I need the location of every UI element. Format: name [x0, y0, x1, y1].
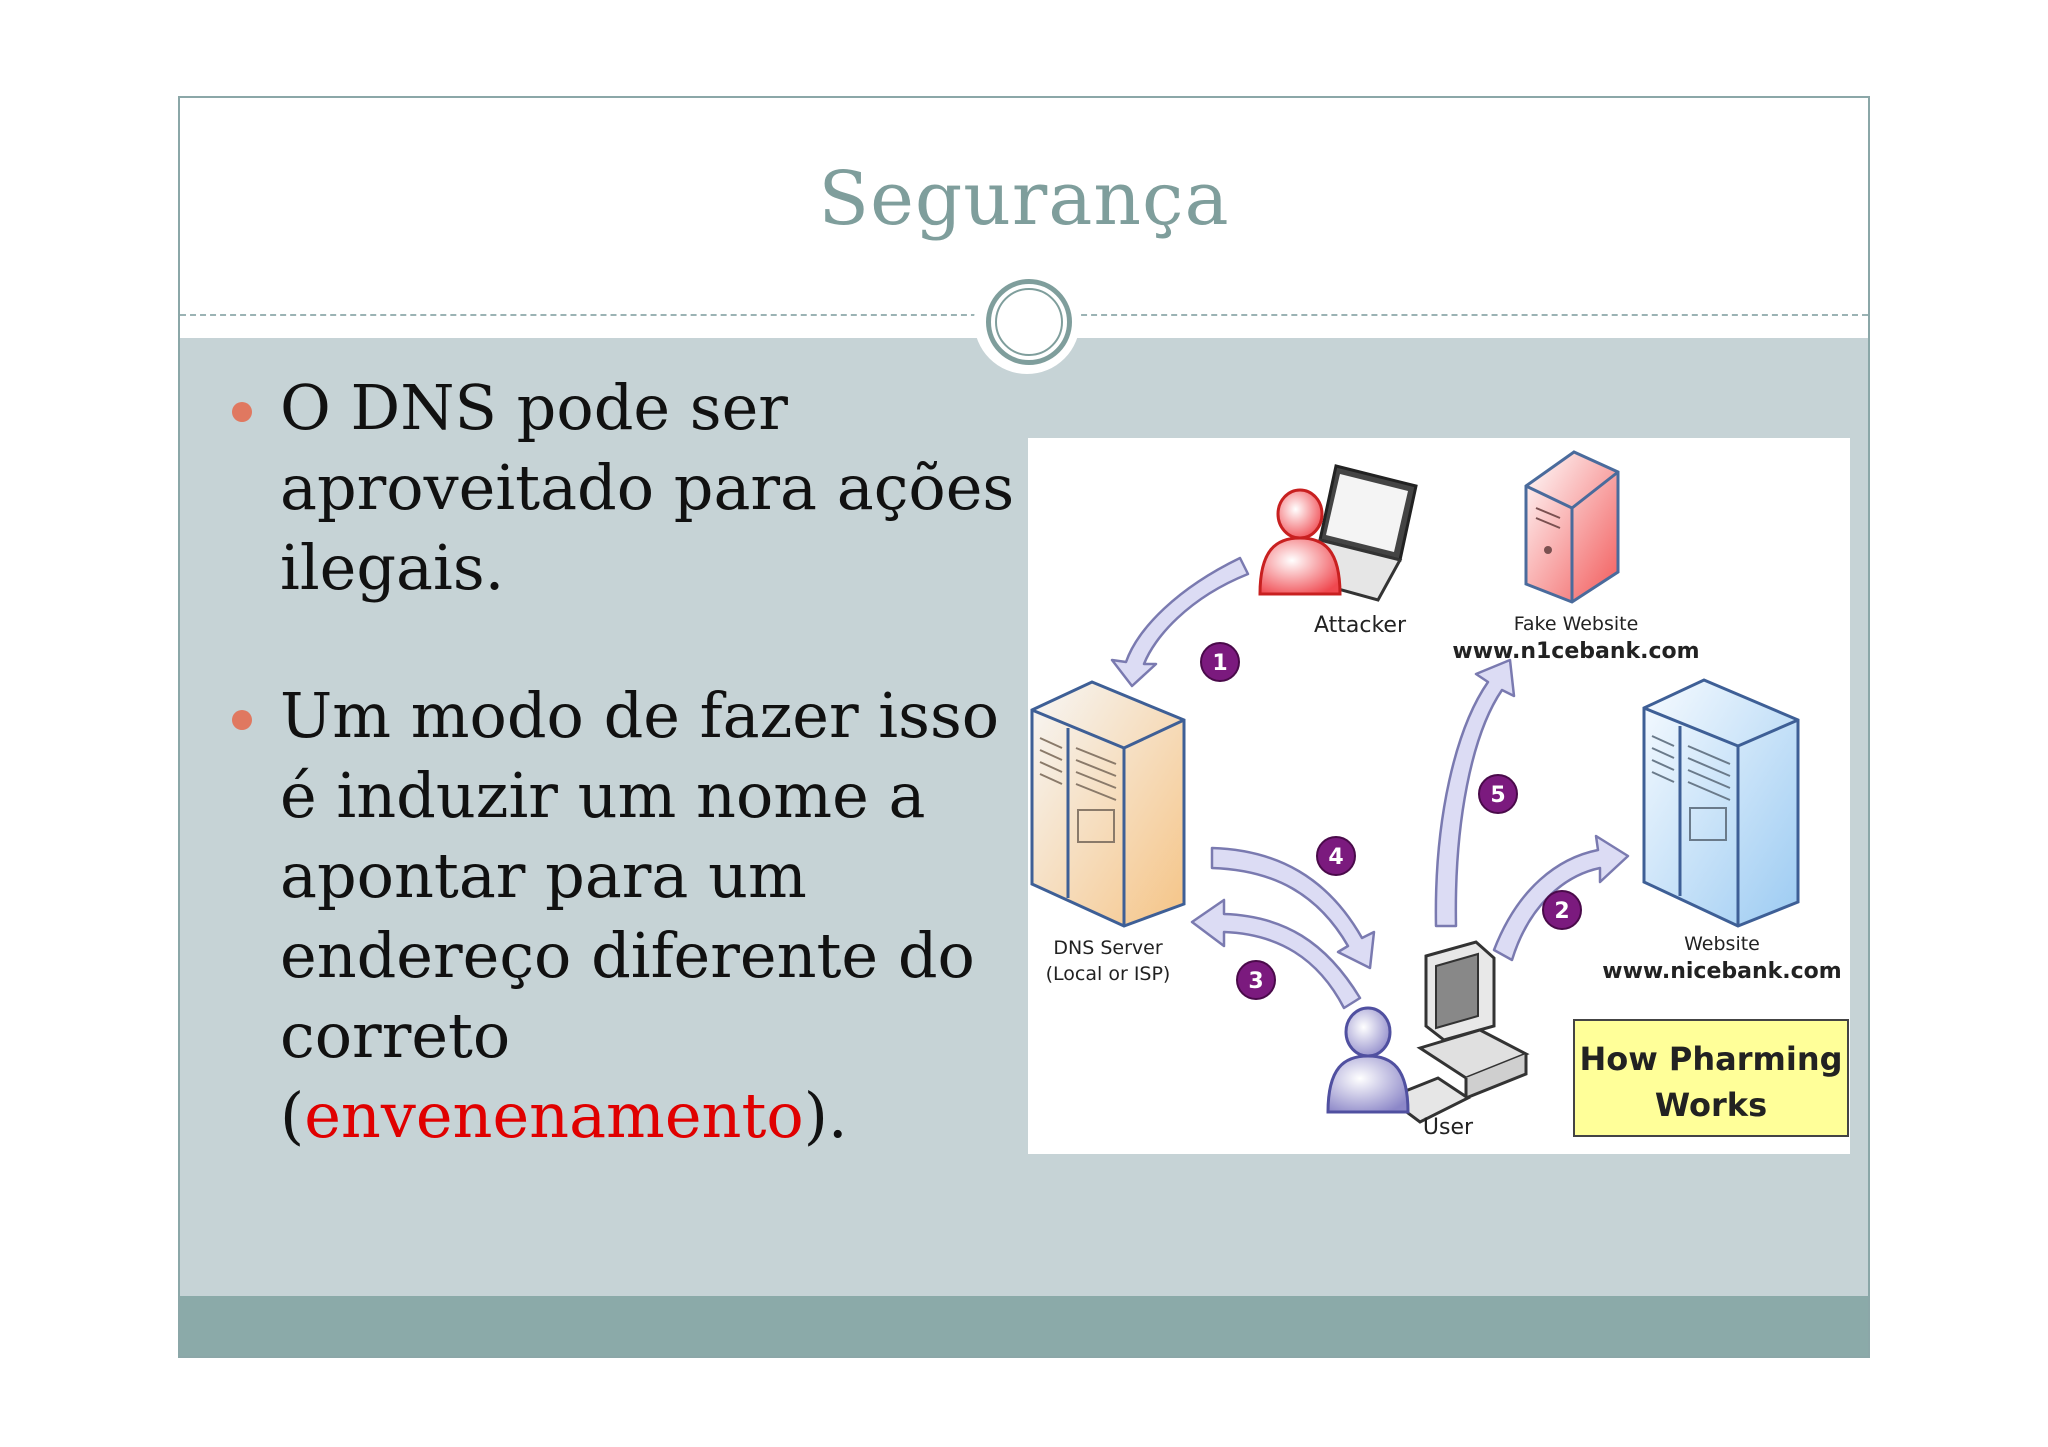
website-url: www.nicebank.com	[1602, 959, 1841, 984]
step-4-label: 4	[1328, 845, 1343, 870]
user-icon	[1326, 940, 1530, 1124]
pharming-diagram: Attacker Fake Website www.n1cebank.com	[1028, 438, 1850, 1154]
box-title-line2: Works	[1655, 1086, 1767, 1124]
bullet-text: Um modo de fazer isso é induzir um nome …	[280, 679, 1000, 1152]
bullet-item: O DNS pode ser aproveitado para ações il…	[232, 368, 1052, 608]
attacker-icon	[1258, 464, 1418, 602]
box-title-line1: How Pharming	[1579, 1040, 1842, 1078]
step-1-label: 1	[1212, 651, 1227, 676]
step-4-badge	[1316, 836, 1356, 876]
bullet-list: O DNS pode ser aproveitado para ações il…	[232, 368, 1052, 1156]
fake-server-icon	[1524, 450, 1620, 604]
fake-website-label: Fake Website	[1514, 613, 1639, 635]
fake-website-url: www.n1cebank.com	[1452, 639, 1699, 664]
slide-title: Segurança	[818, 156, 1230, 242]
dns-server-sublabel: (Local or ISP)	[1046, 963, 1171, 985]
website-server-icon	[1642, 678, 1800, 928]
highlight-term: envenenamento	[304, 1079, 804, 1152]
step-3-badge	[1236, 960, 1276, 1000]
slide: Segurança O DNS pode ser aproveitado par…	[178, 96, 1870, 1358]
step-2-label: 2	[1554, 899, 1569, 924]
ring-icon	[986, 279, 1072, 365]
step-3-label: 3	[1248, 969, 1263, 994]
attacker-label: Attacker	[1314, 613, 1407, 638]
website-label: Website	[1684, 933, 1760, 955]
step-2-badge	[1542, 890, 1582, 930]
arrow-3	[1190, 898, 1362, 1010]
arrow-4	[1210, 846, 1376, 970]
arrow-2	[1492, 834, 1630, 962]
footer-band	[180, 1296, 1868, 1356]
step-5-label: 5	[1490, 783, 1505, 808]
dns-server-label: DNS Server	[1053, 937, 1162, 959]
bullet-dot-icon	[232, 710, 252, 730]
arrow-5	[1434, 658, 1516, 928]
bullet-text-end: ).	[803, 1079, 848, 1152]
bullet-dot-icon	[232, 402, 252, 422]
arrow-1	[1110, 556, 1250, 688]
bullet-text: O DNS pode ser aproveitado para ações il…	[280, 371, 1015, 604]
dns-server-icon	[1030, 680, 1186, 928]
how-pharming-box	[1573, 1019, 1849, 1137]
user-label: User	[1423, 1115, 1474, 1140]
bullet-item: Um modo de fazer isso é induzir um nome …	[232, 676, 1052, 1156]
step-1-badge	[1200, 642, 1240, 682]
step-5-badge	[1478, 774, 1518, 814]
